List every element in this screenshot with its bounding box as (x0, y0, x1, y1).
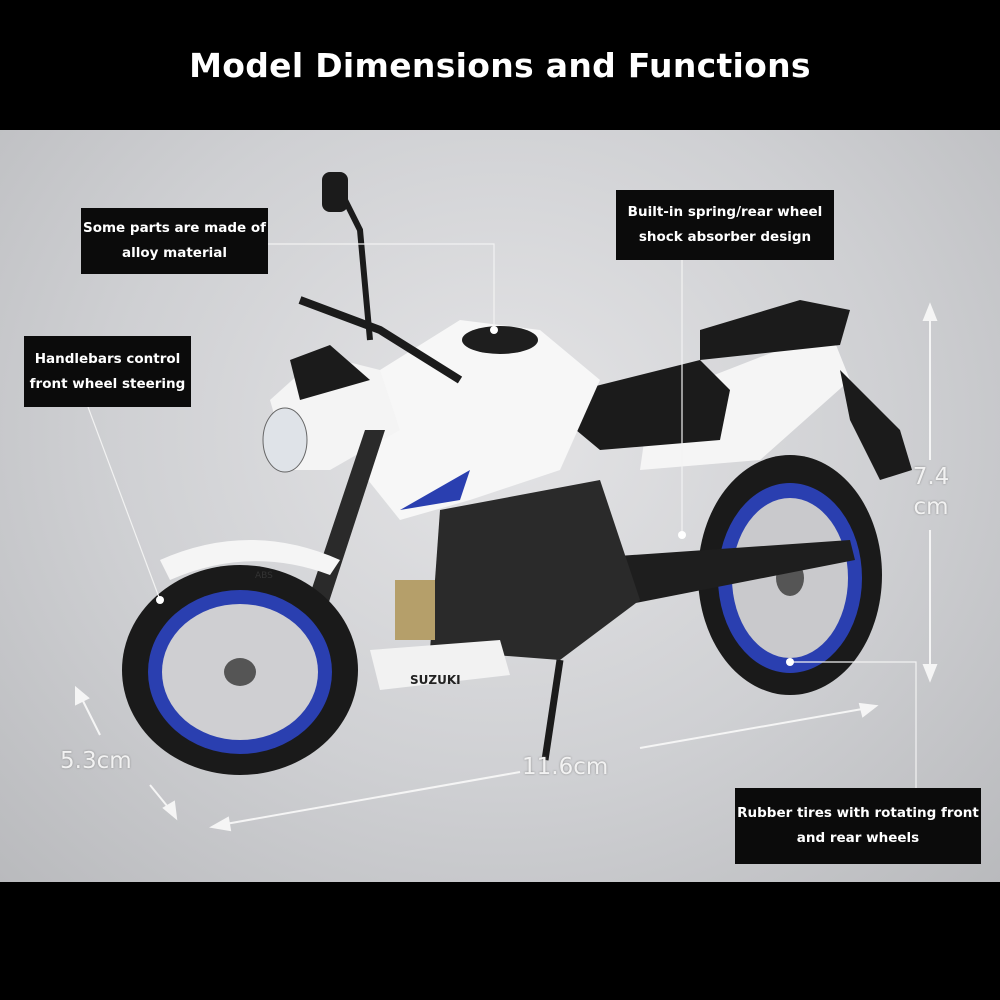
callout-handlebars: Handlebars control front wheel steering (24, 336, 191, 407)
tank-graphic (400, 470, 470, 510)
kickstand (541, 659, 564, 761)
handlebar (298, 296, 463, 384)
height-value: 7.4 (912, 464, 950, 490)
callout-tires-text: Rubber tires with rotating front and rea… (737, 805, 979, 846)
front-fender (160, 540, 340, 580)
rear-fender (840, 370, 912, 480)
rear-wheel (698, 455, 882, 695)
dimension-arrows (75, 302, 938, 832)
height-dimension: 7.4 cm (906, 462, 956, 522)
header-bar: Model Dimensions and Functions (0, 0, 1000, 130)
tank-cap (462, 326, 538, 354)
footer-bar (0, 882, 1000, 1000)
windscreen (290, 345, 370, 400)
callout-handlebars-text: Handlebars control front wheel steering (29, 350, 186, 392)
height-unit: cm (913, 494, 949, 520)
callout-alloy: Some parts are made of alloy material (81, 208, 268, 274)
callout-alloy-text: Some parts are made of alloy material (82, 220, 266, 261)
callout-tires: Rubber tires with rotating front and rea… (735, 788, 981, 864)
front-wheel (122, 565, 358, 775)
brand-decal: SUZUKI (410, 673, 461, 687)
leader-lines (87, 243, 917, 788)
exhaust-pipe (395, 580, 435, 640)
callout-shock-text: Built-in spring/rear wheel shock absorbe… (627, 204, 823, 245)
length-dimension: 11.6cm (522, 754, 609, 780)
engine (430, 480, 640, 660)
page-title: Model Dimensions and Functions (189, 45, 811, 85)
callout-shock-absorber: Built-in spring/rear wheel shock absorbe… (616, 190, 834, 260)
fuel-tank (360, 320, 600, 520)
seat-rear (700, 300, 850, 360)
width-dimension: 5.3cm (60, 748, 132, 774)
abs-decal: ABS (255, 571, 273, 581)
belly-pan (370, 640, 510, 690)
headlight (262, 407, 308, 473)
mirror (322, 172, 348, 212)
